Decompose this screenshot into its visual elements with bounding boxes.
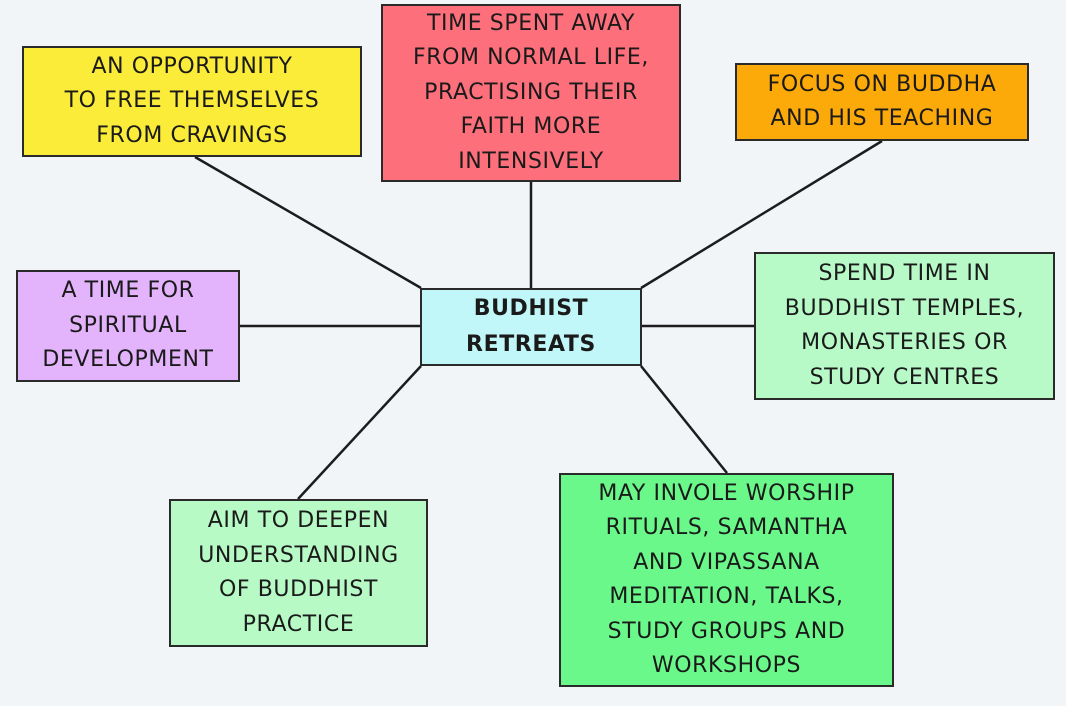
connector-worship-rituals [640, 365, 728, 474]
node-spiritual-development: A TIME FOR SPIRITUAL DEVELOPMENT [16, 270, 240, 382]
node-temples: SPEND TIME IN BUDDHIST TEMPLES, MONASTER… [754, 252, 1055, 400]
node-time-away: TIME SPENT AWAY FROM NORMAL LIFE, PRACTI… [381, 4, 681, 182]
node-deepen-understanding: AIM TO DEEPEN UNDERSTANDING OF BUDDHIST … [169, 499, 428, 647]
node-focus-buddha: FOCUS ON BUDDHA AND HIS TEACHING [735, 63, 1029, 141]
central-topic: BUDHIST RETREATS [420, 288, 642, 366]
connector-focus-buddha [640, 139, 883, 290]
node-worship-rituals: MAY INVOLE WORSHIP RITUALS, SAMANTHA AND… [559, 473, 894, 687]
connector-free-cravings [194, 155, 422, 290]
node-free-cravings: AN OPPORTUNITY TO FREE THEMSELVES FROM C… [22, 46, 362, 157]
connector-deepen-understanding [297, 365, 422, 500]
